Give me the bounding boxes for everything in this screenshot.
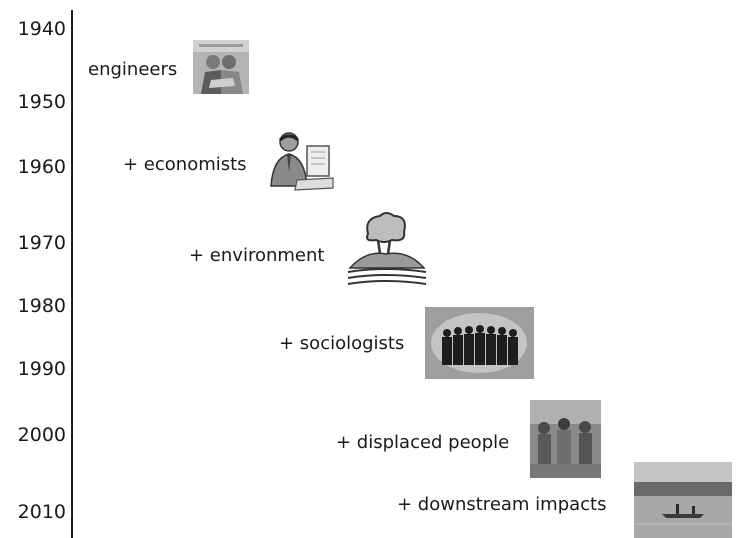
river-canoe-photo: [634, 462, 732, 538]
engineers-photo: [193, 40, 249, 94]
year-1950: 1950: [17, 91, 66, 113]
year-1940: 1940: [17, 18, 66, 40]
year-1960: 1960: [17, 156, 66, 178]
stage-label-environment: + environment: [189, 245, 325, 266]
stage-label-engineers: engineers: [88, 59, 178, 80]
timeline-axis-line: [71, 10, 73, 538]
tree-landscape-icon: [346, 210, 428, 288]
stage-label-sociologists: + sociologists: [279, 333, 405, 354]
stage-label-downstream-impacts: + downstream impacts: [397, 494, 607, 515]
year-2000: 2000: [17, 424, 66, 446]
displaced-people-photo: [530, 400, 601, 478]
year-1980: 1980: [17, 295, 66, 317]
stage-label-economists: + economists: [123, 154, 247, 175]
year-1990: 1990: [17, 358, 66, 380]
economist-clipart: [267, 128, 335, 194]
year-2010: 2010: [17, 501, 66, 523]
stage-label-displaced-people: + displaced people: [336, 432, 510, 453]
group-silhouette-photo: [425, 307, 534, 379]
year-1970: 1970: [17, 232, 66, 254]
